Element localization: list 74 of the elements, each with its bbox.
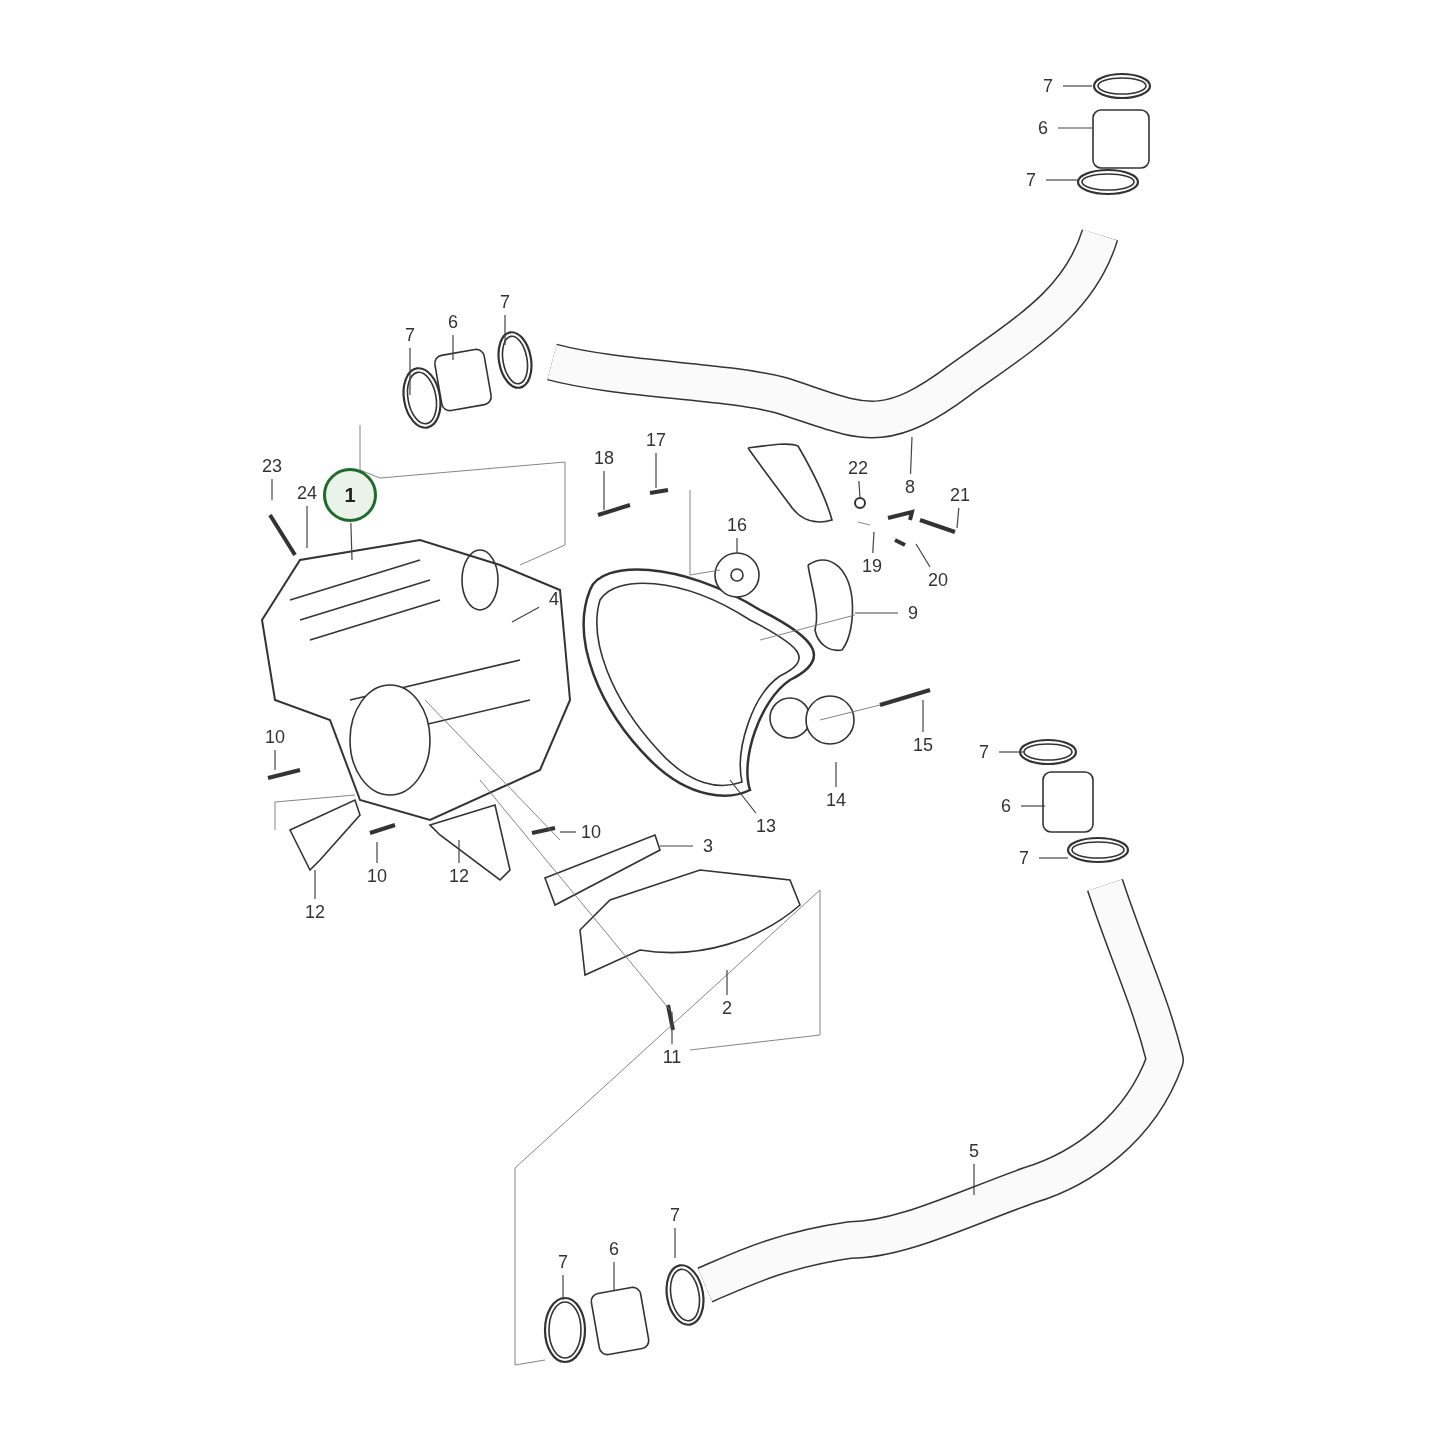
leader-line <box>603 470 605 511</box>
callout-number: 6 <box>992 794 1020 818</box>
callout-number: 4 <box>540 587 568 611</box>
callout-number: 5 <box>960 1139 988 1163</box>
leader-line <box>729 779 757 814</box>
leader-line <box>1038 857 1069 859</box>
callout-number: 9 <box>899 601 927 625</box>
callout-number: 20 <box>924 568 952 592</box>
leader-line <box>854 612 899 614</box>
callout-number: 19 <box>858 554 886 578</box>
callout-number: 12 <box>301 900 329 924</box>
leader-line <box>1020 805 1046 807</box>
callout-number: 12 <box>445 864 473 888</box>
callout-number: 6 <box>600 1237 628 1261</box>
leader-line <box>1057 127 1094 129</box>
callout-number: 10 <box>261 725 289 749</box>
leader-line <box>671 1011 673 1045</box>
leader-line <box>858 480 861 499</box>
callout-number: 6 <box>1029 116 1057 140</box>
highlighted-callout-number: 1 <box>323 468 377 522</box>
leader-line <box>511 606 540 623</box>
leader-line <box>504 314 506 346</box>
leader-line <box>271 478 273 501</box>
callout-number: 7 <box>1010 846 1038 870</box>
leader-line <box>458 839 460 864</box>
callout-number: 7 <box>1034 74 1062 98</box>
callout-number: 24 <box>293 481 321 505</box>
callout-number: 7 <box>1017 168 1045 192</box>
leader-line <box>915 543 931 568</box>
callout-number: 7 <box>970 740 998 764</box>
leader-line <box>998 751 1026 753</box>
leader-line <box>674 1227 676 1259</box>
leader-line <box>909 436 913 475</box>
leader-line <box>314 869 316 900</box>
callout-number: 10 <box>577 820 605 844</box>
leader-line <box>659 845 694 847</box>
leader-line <box>274 749 276 771</box>
callout-number: 13 <box>752 814 780 838</box>
callout-number: 7 <box>396 323 424 347</box>
callout-number: 15 <box>909 733 937 757</box>
callout-number: 14 <box>822 788 850 812</box>
leader-line <box>1062 85 1093 87</box>
leader-line <box>956 507 960 529</box>
callout-number: 7 <box>549 1250 577 1274</box>
leader-line <box>655 452 657 489</box>
callout-number: 22 <box>844 456 872 480</box>
leader-line <box>376 841 378 864</box>
callout-number: 7 <box>491 290 519 314</box>
callout-number: 21 <box>946 483 974 507</box>
callout-number: 7 <box>661 1203 689 1227</box>
leader-line <box>736 537 738 554</box>
callout-number: 16 <box>723 513 751 537</box>
callout-number: 11 <box>658 1045 686 1069</box>
leader-line <box>835 761 837 788</box>
leader-line <box>922 699 924 733</box>
leader-line <box>306 505 308 549</box>
leader-line <box>452 334 454 361</box>
leader-line <box>562 1274 564 1301</box>
leader-line <box>1045 179 1079 181</box>
callout-number: 18 <box>590 446 618 470</box>
leader-line <box>973 1163 975 1196</box>
leader-line <box>409 347 411 396</box>
callout-number: 6 <box>439 310 467 334</box>
callout-number: 23 <box>258 454 286 478</box>
callout-number: 2 <box>713 996 741 1020</box>
callout-number: 3 <box>694 834 722 858</box>
leader-line <box>726 969 728 996</box>
leader-line <box>872 531 875 554</box>
leader-line <box>613 1261 615 1291</box>
callout-number: 8 <box>896 475 924 499</box>
leader-line <box>350 522 353 561</box>
callout-number: 10 <box>363 864 391 888</box>
callout-number: 17 <box>642 428 670 452</box>
leader-line <box>559 831 577 833</box>
